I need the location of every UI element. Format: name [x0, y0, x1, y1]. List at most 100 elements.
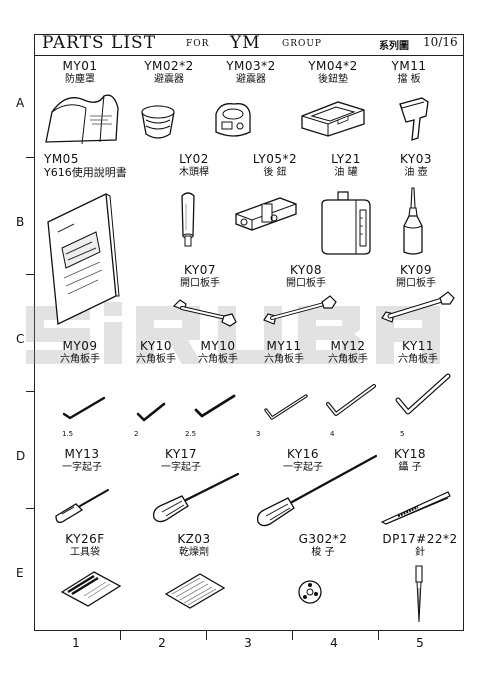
part-name: Y616使用說明書	[44, 165, 127, 179]
open-end-wrench-illustration	[170, 296, 240, 330]
part-ky11-label: KY11 六角板手	[388, 339, 448, 365]
row-label-a: A	[16, 96, 25, 110]
part-ky17-label: KY17 一字起子	[150, 447, 212, 473]
hex-key-illustration	[392, 370, 454, 422]
part-ym02-label: YM02*2 避震器	[132, 59, 206, 85]
part-ly02-label: LY02 木頭桿	[166, 152, 222, 178]
part-code: KY07	[183, 263, 217, 277]
part-name: 一字起子	[161, 461, 201, 473]
part-name: 梭 子	[311, 546, 335, 558]
column-divider-tick	[206, 631, 207, 640]
hex-key-size: 2	[134, 430, 139, 438]
part-code: KZ03	[177, 532, 211, 546]
column-divider-tick	[292, 631, 293, 640]
part-my12-label: MY12 六角板手	[318, 339, 378, 365]
part-name: 後 鈕	[263, 166, 287, 178]
page-number: 10/16	[423, 35, 458, 49]
part-my09-label: MY09 六角板手	[50, 339, 110, 365]
part-code: G302*2	[298, 532, 348, 546]
for-label: FOR	[186, 39, 210, 49]
row-label-c: C	[16, 332, 25, 346]
column-label-4: 4	[330, 636, 338, 650]
hex-key-size: 2.5	[185, 430, 197, 438]
part-name: 避震器	[236, 73, 266, 85]
part-code: YM05	[44, 152, 79, 166]
page-title: PARTS LIST	[42, 33, 157, 53]
flat-screwdriver-illustration	[148, 470, 244, 530]
part-ky03-label: KY03 油 壺	[386, 152, 446, 178]
part-ky18-label: KY18 鑷 子	[382, 447, 438, 473]
open-end-wrench-illustration	[260, 292, 340, 328]
column-label-5: 5	[416, 636, 424, 650]
part-code: YM03*2	[226, 59, 276, 73]
part-name: 工具袋	[70, 546, 100, 558]
group-label: GROUP	[282, 39, 322, 49]
model-name: YM	[230, 33, 261, 53]
hex-key-illustration	[134, 398, 170, 424]
part-name: 六角板手	[264, 353, 304, 365]
part-ym05-label: YM05 Y616使用說明書	[44, 152, 164, 179]
part-name: 開口板手	[396, 277, 436, 289]
part-code: KY08	[289, 263, 323, 277]
part-name: 一字起子	[283, 461, 323, 473]
baffle-plate-illustration	[394, 94, 434, 144]
part-name: 一字起子	[62, 461, 102, 473]
part-code: MY13	[64, 447, 100, 461]
row-divider-tick	[26, 274, 34, 275]
row-label-d: D	[16, 449, 26, 463]
part-my11-label: MY11 六角板手	[254, 339, 314, 365]
part-ky16-label: KY16 一字起子	[272, 447, 334, 473]
part-code: KY17	[164, 447, 198, 461]
desiccant-packet-illustration	[162, 570, 228, 612]
hex-key-illustration	[324, 380, 380, 422]
part-ly05-label: LY05*2 後 鈕	[238, 152, 312, 178]
hex-key-size: 1.5	[62, 430, 74, 438]
instruction-manual-illustration	[44, 192, 120, 326]
oil-can-illustration	[318, 190, 378, 256]
column-divider-tick	[378, 631, 379, 640]
long-screwdriver-illustration	[252, 452, 382, 534]
part-code: KY26F	[65, 532, 105, 546]
column-label-1: 1	[72, 636, 80, 650]
column-label-3: 3	[244, 636, 252, 650]
row-label-b: B	[16, 215, 25, 229]
part-code: MY12	[330, 339, 366, 353]
hex-key-size: 5	[400, 430, 405, 438]
row-divider-tick	[26, 157, 34, 158]
part-ky26f-label: KY26F 工具袋	[52, 532, 118, 558]
part-code: LY02	[179, 152, 209, 166]
tool-bag-illustration	[58, 568, 124, 608]
part-kz03-label: KZ03 乾燥劑	[164, 532, 224, 558]
part-code: YM11	[391, 59, 427, 73]
part-code: MY09	[62, 339, 98, 353]
part-ly21-label: LY21 油 罐	[316, 152, 376, 178]
part-code: MY01	[62, 59, 98, 73]
rear-pad-illustration	[298, 96, 368, 138]
part-code: DP17#22*2	[382, 532, 458, 546]
rear-knob-bracket-illustration	[232, 192, 302, 242]
dust-cover-illustration	[42, 86, 122, 146]
part-code: KY16	[286, 447, 320, 461]
part-name: 油 罐	[334, 166, 358, 178]
part-ky09-label: KY09 開口板手	[386, 263, 446, 289]
hex-key-size: 3	[256, 430, 261, 438]
part-name: 擋 板	[397, 73, 421, 85]
part-code: KY03	[399, 152, 433, 166]
part-my01-label: MY01 防塵罩	[44, 59, 116, 85]
small-screwdriver-illustration	[50, 486, 114, 526]
part-name: 六角板手	[398, 353, 438, 365]
part-ym11-label: YM11 擋 板	[372, 59, 446, 85]
part-name: 鑷 子	[398, 461, 422, 473]
part-code: YM02*2	[144, 59, 194, 73]
part-code: KY10	[139, 339, 173, 353]
part-name: 開口板手	[286, 277, 326, 289]
part-g302-label: G302*2 梭 子	[290, 532, 356, 558]
part-dp17-label: DP17#22*2 針	[380, 532, 460, 558]
part-code: KY18	[393, 447, 427, 461]
part-name: 後鈕墊	[318, 73, 348, 85]
part-name: 六角板手	[60, 353, 100, 365]
parts-list-frame	[34, 34, 464, 631]
part-my13-label: MY13 一字起子	[52, 447, 112, 473]
part-name: 避震器	[154, 73, 184, 85]
part-ky10-label: KY10 六角板手	[126, 339, 186, 365]
